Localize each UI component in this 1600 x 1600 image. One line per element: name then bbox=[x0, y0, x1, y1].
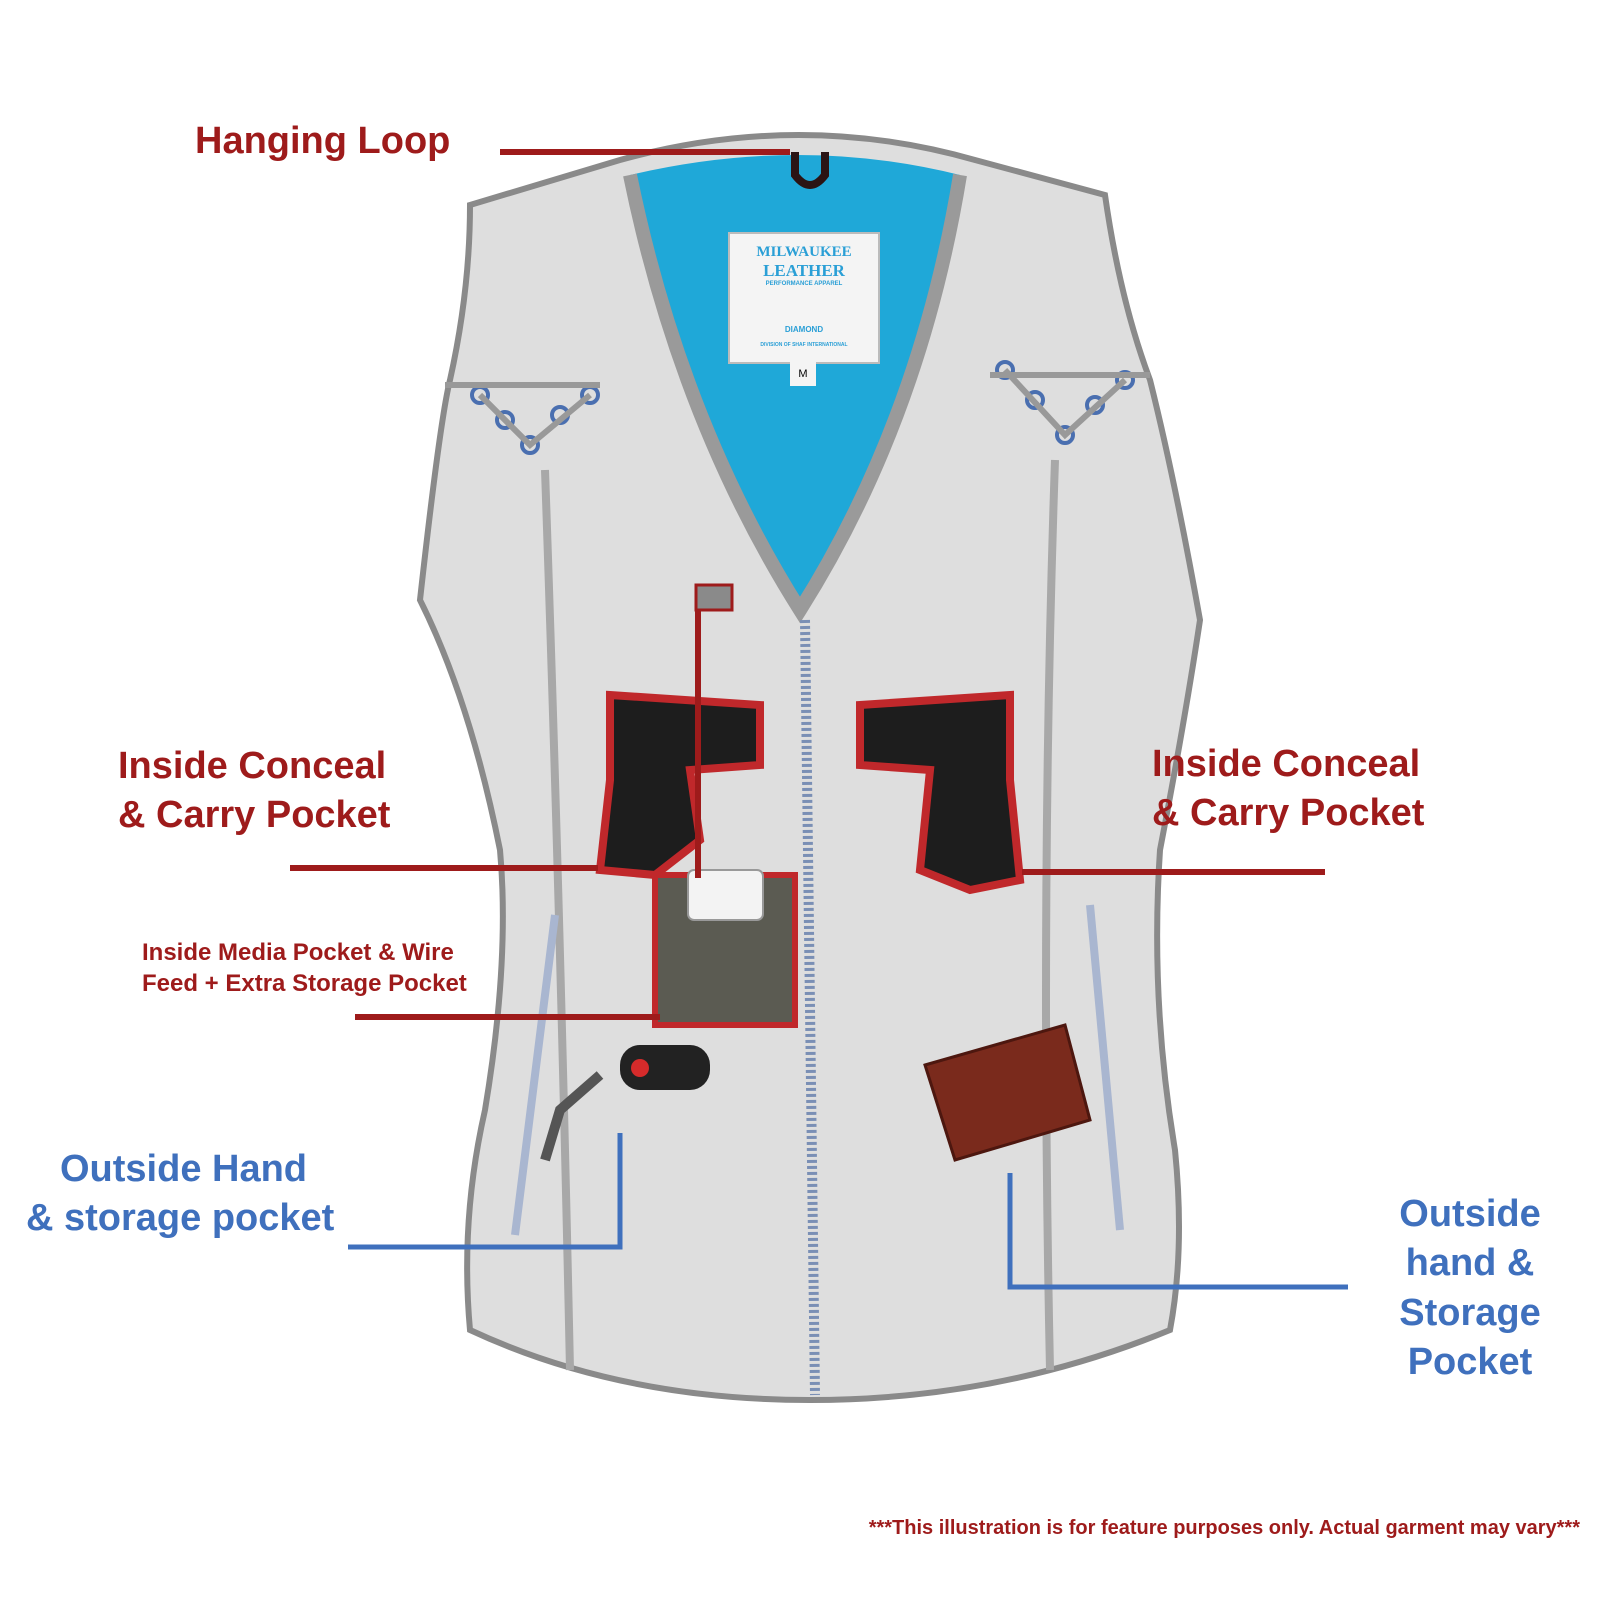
callout-lines-blue bbox=[348, 1133, 1348, 1290]
side-zipper-left bbox=[511, 914, 559, 1236]
phone-icon bbox=[687, 869, 764, 921]
label-line: Feed + Extra Storage Pocket bbox=[142, 970, 467, 998]
label-line: & Carry Pocket bbox=[1152, 792, 1425, 835]
car-key-icon bbox=[540, 1045, 710, 1162]
label-outside-hand-right: Outside hand & Storage Pocket bbox=[1370, 1190, 1570, 1388]
brand-footer: DIVISION OF SHAF INTERNATIONAL bbox=[760, 342, 848, 348]
label-inside-conceal-right: Inside Conceal & Carry Pocket bbox=[1152, 740, 1424, 839]
label-line: & storage pocket bbox=[26, 1197, 335, 1240]
label-line: & Carry Pocket bbox=[118, 794, 391, 837]
size-tag: M bbox=[790, 362, 816, 386]
label-inside-conceal-left: Inside Conceal & Carry Pocket bbox=[118, 742, 390, 841]
brand-badge: DIAMOND bbox=[784, 325, 824, 334]
brand-line2: LEATHER bbox=[763, 261, 845, 280]
label-line: hand & bbox=[1405, 1242, 1535, 1285]
label-line: Inside Conceal bbox=[1152, 743, 1421, 785]
label-media-pocket: Inside Media Pocket & Wire Feed + Extra … bbox=[142, 937, 467, 999]
label-line: Outside bbox=[1399, 1193, 1541, 1235]
shoulder-lacing-right bbox=[990, 360, 1150, 445]
shoulder-lacing-left bbox=[445, 382, 600, 455]
side-zipper-right bbox=[1086, 904, 1124, 1231]
label-hanging-loop: Hanging Loop bbox=[195, 120, 451, 162]
label-line: Pocket bbox=[1407, 1341, 1533, 1384]
wallet-icon bbox=[923, 1023, 1092, 1162]
d-ring bbox=[694, 583, 734, 612]
brand-tagline: PERFORMANCE APPAREL bbox=[765, 281, 843, 287]
label-line: Outside Hand bbox=[60, 1148, 308, 1190]
pistol-right-icon bbox=[856, 690, 1025, 895]
label-line: Inside Conceal bbox=[118, 745, 387, 787]
disclaimer: ***This illustration is for feature purp… bbox=[868, 1517, 1580, 1539]
brand-line1: MILWAUKEE bbox=[756, 244, 852, 260]
hanging-loop-icon bbox=[791, 152, 829, 189]
media-pocket bbox=[652, 872, 798, 1028]
label-outside-hand-left: Outside Hand & storage pocket bbox=[26, 1145, 334, 1244]
label-line: Storage bbox=[1399, 1291, 1541, 1334]
label-line: Inside Media Pocket & Wire bbox=[142, 939, 454, 966]
brand-tag: MILWAUKEE LEATHER PERFORMANCE APPAREL DI… bbox=[728, 232, 880, 364]
callout-lines-red bbox=[290, 149, 1325, 1020]
